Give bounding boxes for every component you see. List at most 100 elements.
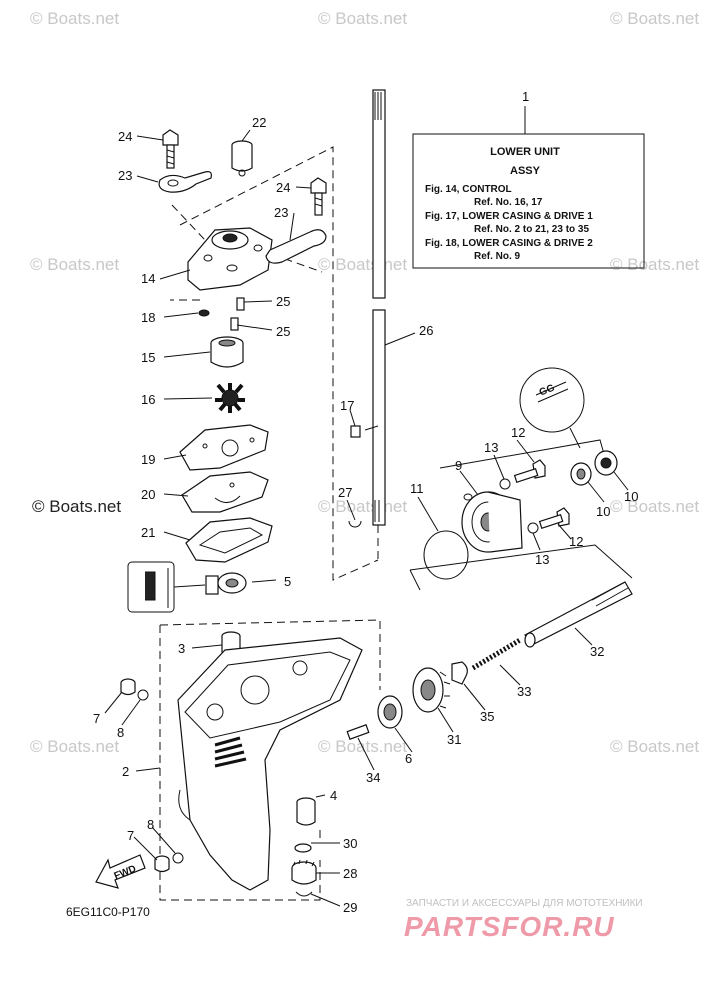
leader-lines <box>104 129 629 907</box>
partsfor-tagline: ЗАПЧАСТИ И АКСЕССУАРЫ ДЛЯ МОТОТЕХНИКИ <box>406 898 643 909</box>
callout-6: 6 <box>405 751 412 766</box>
callout-20: 20 <box>141 487 155 502</box>
callout-12: 12 <box>511 425 525 440</box>
collar-22 <box>231 140 253 177</box>
housing-9 <box>461 491 523 553</box>
callout-16: 16 <box>141 392 155 407</box>
callouts: 1 2 3 4 5 6 7 7 8 8 9 10 10 11 12 12 13 … <box>93 89 638 915</box>
info-line: Fig. 14, CONTROL <box>425 184 512 195</box>
pin-25-top <box>236 297 245 311</box>
callout-2: 2 <box>122 764 129 779</box>
bushing-4 <box>296 797 316 826</box>
callout-13: 13 <box>535 552 549 567</box>
diagram-code: 6EG11C0-P170 <box>66 905 150 919</box>
callout-21: 21 <box>141 525 155 540</box>
bolt-24-top <box>162 129 179 169</box>
callout-35: 35 <box>480 709 494 724</box>
callout-30: 30 <box>343 836 357 851</box>
pin-34 <box>346 724 370 740</box>
watermark: © Boats.net <box>610 497 699 516</box>
casing-frame <box>159 619 381 690</box>
info-line: Fig. 18, LOWER CASING & DRIVE 2 <box>425 238 593 249</box>
callout-25: 25 <box>276 294 290 309</box>
callout-11: 11 <box>410 481 424 496</box>
watermark: © Boats.net <box>318 497 407 516</box>
seal-tag: GG <box>538 382 557 398</box>
impeller-16 <box>215 383 245 413</box>
seal-detail-5 <box>127 561 247 613</box>
pin-25-bottom <box>230 317 239 331</box>
callout-33: 33 <box>517 684 531 699</box>
propeller-shaft-32 <box>524 581 633 648</box>
info-line: Ref. No. 16, 17 <box>474 197 543 208</box>
callout-32: 32 <box>590 644 604 659</box>
watermark: © Boats.net <box>610 737 699 756</box>
callout-1: 1 <box>522 89 529 104</box>
watermark-dark: © Boats.net <box>32 497 121 516</box>
callout-8: 8 <box>147 817 154 832</box>
callout-24: 24 <box>118 129 132 144</box>
callout-7: 7 <box>127 828 134 843</box>
info-line: Ref. No. 2 to 21, 23 to 35 <box>474 224 589 235</box>
ring-18 <box>198 309 210 317</box>
bolt-12-lower <box>527 507 570 534</box>
oring-11 <box>423 530 469 580</box>
watermark: © Boats.net <box>610 9 699 28</box>
drive-shaft <box>348 89 416 528</box>
fwd-arrow: FWD <box>95 854 146 889</box>
bearing-6 <box>377 695 403 729</box>
watermark: © Boats.net <box>30 9 119 28</box>
callout-24: 24 <box>276 180 290 195</box>
washer-30 <box>294 843 312 853</box>
plug-7-lower <box>154 852 184 873</box>
info-line: Fig. 17, LOWER CASING & DRIVE 1 <box>425 211 593 222</box>
callout-19: 19 <box>141 452 155 467</box>
callout-10: 10 <box>624 489 638 504</box>
cup-15 <box>210 336 244 368</box>
callout-34: 34 <box>366 770 380 785</box>
link-23-top <box>158 171 212 193</box>
watermark: © Boats.net <box>318 9 407 28</box>
callout-18: 18 <box>141 310 155 325</box>
callout-31: 31 <box>447 732 461 747</box>
callout-7: 7 <box>93 711 100 726</box>
callout-29: 29 <box>343 900 357 915</box>
link-23-right <box>265 229 327 264</box>
callout-25: 25 <box>276 324 290 339</box>
callout-17: 17 <box>340 398 354 413</box>
gasket-21 <box>185 517 273 563</box>
callout-28: 28 <box>343 866 357 881</box>
seals-10 <box>570 450 618 486</box>
watermark: © Boats.net <box>30 737 119 756</box>
info-title-2: ASSY <box>510 165 541 177</box>
callout-13: 13 <box>484 440 498 455</box>
callout-3: 3 <box>178 641 185 656</box>
spring-33 <box>471 637 522 671</box>
gear-31 <box>412 667 451 713</box>
bolt-24-right <box>310 177 327 216</box>
callout-22: 22 <box>252 115 266 130</box>
housing-14 <box>187 227 273 291</box>
clutch-35 <box>451 661 468 685</box>
callout-5: 5 <box>284 574 291 589</box>
partsfor-logo: PARTSFOR.RU <box>404 911 615 942</box>
bolt-12-upper <box>499 459 546 490</box>
callout-14: 14 <box>141 271 155 286</box>
watermark: © Boats.net <box>30 255 119 274</box>
gasket-19 <box>179 424 269 471</box>
callout-23: 23 <box>274 205 288 220</box>
plug-7-upper <box>120 678 149 701</box>
callout-23: 23 <box>118 168 132 183</box>
callout-4: 4 <box>330 788 337 803</box>
seal-detail-gg: GG <box>519 367 585 449</box>
watermark: © Boats.net <box>610 255 699 274</box>
watermark: © Boats.net <box>318 255 407 274</box>
gear-28 <box>291 859 317 885</box>
callout-9: 9 <box>455 458 462 473</box>
callout-27: 27 <box>338 485 352 500</box>
guide-frame <box>179 146 379 581</box>
callout-26: 26 <box>419 323 433 338</box>
plate-20 <box>181 471 269 513</box>
